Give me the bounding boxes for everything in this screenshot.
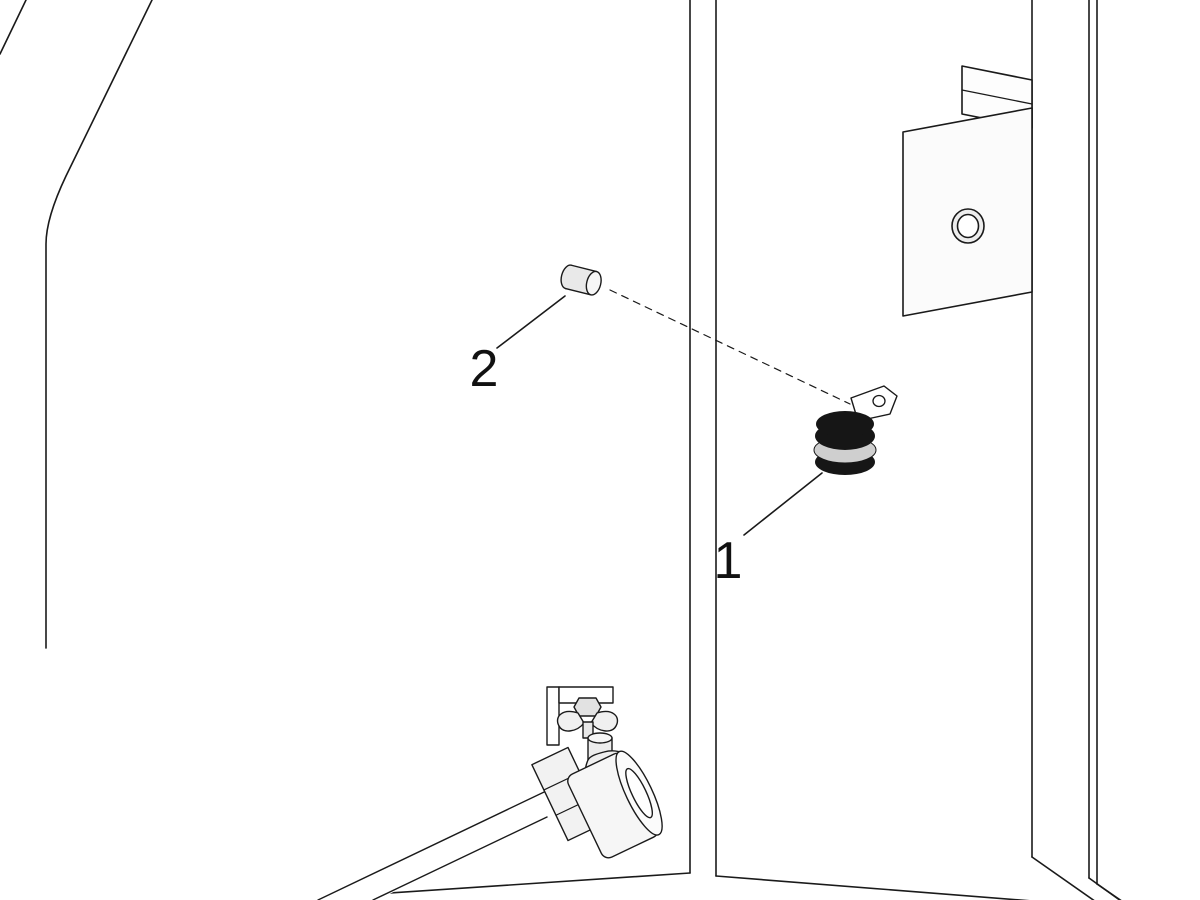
grommet-top-dome <box>816 411 874 437</box>
callout-2-leader <box>496 295 566 349</box>
handle-wing-right <box>590 710 619 732</box>
callout-1-label: 1 <box>714 532 743 590</box>
machine-housing-outline <box>0 0 153 649</box>
handle-wing-left <box>556 710 585 732</box>
rail-bottom-edge-3 <box>1096 883 1122 900</box>
callout-1-leader <box>743 472 823 536</box>
callout-2-label: 2 <box>470 340 499 398</box>
fitting-nipple-top <box>587 732 613 744</box>
pipe-top-edge <box>317 782 564 900</box>
pipe-bottom-edge <box>372 816 548 900</box>
screw-end-face <box>585 270 602 296</box>
bracket-flange-fold-line <box>961 89 1033 105</box>
housing-edge-corner <box>0 0 27 55</box>
floor-edge-lines <box>329 872 1030 900</box>
grommet-tab-hole <box>872 394 886 408</box>
center-panel-edge <box>689 0 717 877</box>
rail-bottom-edge-1 <box>1031 856 1095 900</box>
screw-body-top-edge <box>570 264 598 273</box>
floor-line-right <box>715 875 1030 900</box>
screw-body-bottom-edge <box>564 287 592 296</box>
right-frame-rails <box>1031 0 1122 900</box>
part-2-set-screw <box>560 264 602 296</box>
housing-edge <box>45 0 153 649</box>
valve-end-bore <box>625 767 654 819</box>
valve-body <box>567 750 663 859</box>
assembly-dashed-line <box>609 289 851 405</box>
handle-bracket-plate <box>546 686 560 746</box>
mounting-bracket <box>902 65 1033 317</box>
bracket-hole-inner <box>956 213 980 239</box>
ball-valve-assembly <box>317 686 663 900</box>
part-1-grommet-clip <box>813 385 898 475</box>
